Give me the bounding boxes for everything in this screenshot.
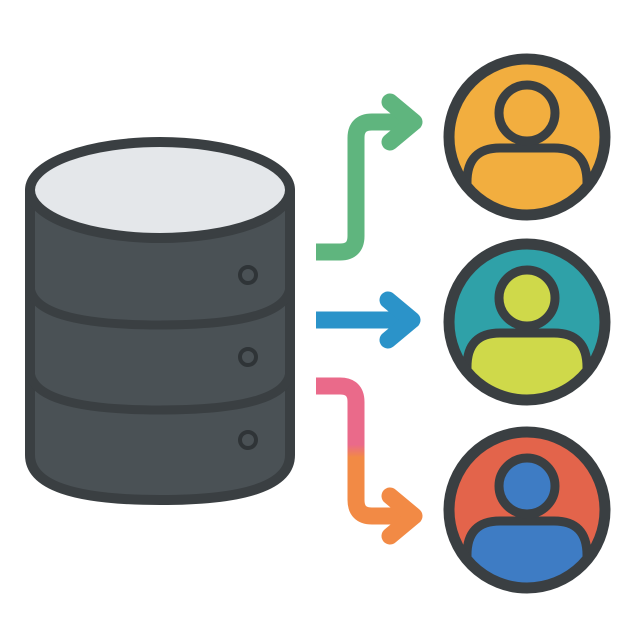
database-body	[25, 185, 295, 505]
user-avatar-icon	[443, 426, 611, 594]
arrowhead-top	[381, 93, 423, 151]
database-icon	[25, 137, 295, 505]
database-indicator	[238, 347, 258, 367]
arrow-top	[316, 113, 410, 261]
arrowhead-middle	[379, 291, 421, 349]
database-separator	[25, 369, 295, 415]
database-top	[25, 137, 295, 243]
arrow-bottom	[316, 377, 410, 525]
user-avatar-icon	[443, 238, 611, 406]
arrow-right-icon	[316, 93, 423, 261]
arrowhead-bottom	[381, 487, 423, 545]
arrow-right-icon	[316, 291, 421, 349]
arrow-right-icon	[316, 377, 423, 545]
database-indicator	[238, 430, 258, 450]
database-indicator	[238, 265, 258, 285]
database-separator	[25, 284, 295, 330]
user-avatar-icon	[443, 53, 611, 221]
